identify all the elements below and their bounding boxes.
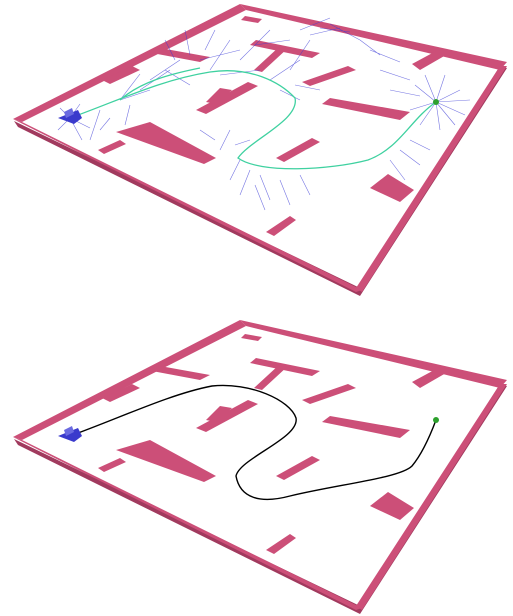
maze-view-planning-tree — [0, 0, 513, 300]
maze-path-svg — [0, 308, 513, 616]
maze-tree-svg — [0, 0, 513, 300]
goal-marker — [433, 417, 439, 423]
goal-marker — [433, 99, 439, 105]
maze-view-final-path — [0, 308, 513, 616]
